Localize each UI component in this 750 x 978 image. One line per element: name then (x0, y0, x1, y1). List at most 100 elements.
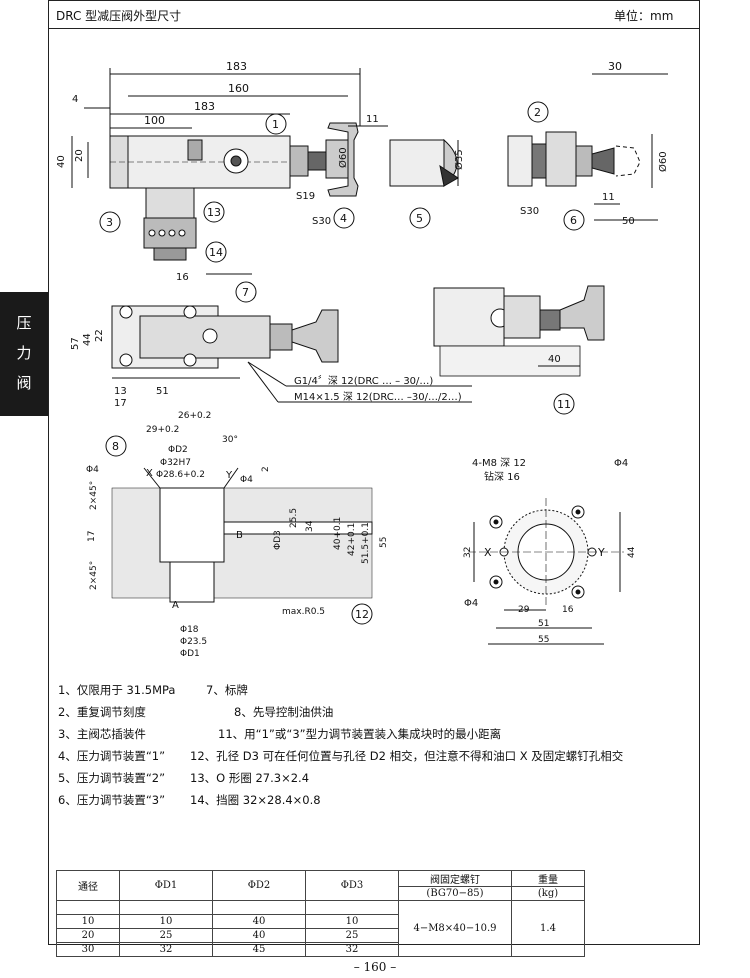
dim-label: 44 (82, 333, 93, 346)
callout-label: 7 (242, 286, 249, 299)
table-row: 30 32 45 32 (56, 942, 585, 957)
dim-label: 51 (156, 386, 169, 397)
table-subheader: (BG70−85) (398, 886, 512, 901)
dim-label: 17 (87, 531, 97, 542)
port-note: 钻深 16 (484, 470, 520, 483)
callout-label: 6 (570, 214, 577, 227)
dim-label: 40+0.1 (333, 517, 343, 550)
dim-label: Ø35 (453, 149, 465, 170)
port-letter: Y (225, 470, 233, 481)
min-distance-view: 40 11 (433, 285, 605, 415)
dim-label: Φ23.5 (180, 637, 207, 647)
callout-label: 11 (557, 398, 571, 411)
table-cell: 32 (119, 942, 213, 957)
dim-label: Φ18 (180, 625, 199, 635)
header-rule (48, 28, 700, 29)
adjuster-3-view: 30 Ø60 11 50 S30 2 6 (507, 60, 669, 231)
dim-label: 11 (602, 192, 615, 203)
thread-note: G1/4〞深 12(DRC … – 30/…) (294, 375, 433, 387)
note-item: 4、压力调节装置“1” (58, 749, 166, 763)
dim-label: ΦD3 (273, 530, 283, 550)
dim-label: 183 (226, 60, 247, 73)
note-item: 14、挡圈 32×28.4×0.8 (190, 793, 321, 807)
port-letter: X (146, 468, 153, 479)
dim-label: 17 (114, 398, 127, 409)
thread-note: M14×1.5 深 12(DRC… –30/…/2…) (294, 391, 462, 403)
table-cell: 1.4 (511, 900, 585, 957)
dim-label: 2 (261, 466, 271, 472)
section-tab-char: 力 (16, 344, 32, 362)
dim-label: 40 (56, 155, 67, 168)
note-item: 12、孔径 D3 可在任何位置与孔径 D2 相交，但注意不得和油口 X 及固定螺… (190, 749, 624, 763)
table-cell: 40 (212, 914, 306, 929)
technical-drawing: 183 160 183 100 4 40 20 11 Ø60 S19 S30 1… (56, 60, 669, 659)
dim-label: 57 (70, 337, 81, 350)
note-item: 6、压力调节装置“3” (58, 793, 166, 807)
port-letter: Y (597, 546, 605, 559)
dim-label: 16 (176, 272, 189, 283)
dim-label: ΦD1 (180, 649, 200, 659)
callout-label: 13 (207, 206, 221, 219)
dim-label: Φ32H7 (160, 458, 191, 468)
dim-label: 50 (622, 216, 635, 227)
table-cell: 32 (305, 942, 399, 957)
port-note: Φ4 (614, 458, 628, 469)
table-cell: 45 (212, 942, 306, 957)
plan-view: 13 51 17 57 44 22 G1/4〞深 12(DRC … – 30/…… (70, 281, 472, 409)
dim-label: 55 (538, 635, 549, 645)
callout-label: 2 (534, 106, 541, 119)
dim-label: 183 (194, 100, 215, 113)
table-header: 通径 (56, 870, 120, 901)
callout-label: 8 (112, 440, 119, 453)
note-item: 3、主阀芯插装件 (58, 727, 146, 741)
callout-label: 4 (340, 212, 347, 225)
note-item: 13、O 形圈 27.3×2.4 (190, 771, 310, 785)
table-header: ΦD1 (119, 870, 213, 901)
note-item: 7、标牌 (206, 683, 248, 697)
dim-label: 25.5 (289, 508, 299, 528)
table-cell: 25 (119, 928, 213, 943)
dim-label: 2×45° (89, 481, 99, 510)
dim-label: S30 (312, 216, 331, 227)
dim-label: Φ4 (240, 475, 253, 485)
dim-label: 160 (228, 82, 249, 95)
note-item: 2、重复调节刻度 (58, 705, 146, 719)
dim-label: 42+0.1 (347, 523, 357, 556)
page-number: – 160 – (353, 960, 397, 974)
dim-label: 55 (379, 537, 389, 548)
table-header: 重量 (511, 870, 585, 887)
dim-label: ΦD2 (168, 445, 188, 455)
table-header: ΦD3 (305, 870, 399, 901)
dim-label: 29+0.2 (146, 425, 179, 435)
dim-label: Φ28.6+0.2 (156, 470, 205, 480)
table-cell: 10 (56, 914, 120, 929)
callout-label: 5 (416, 212, 423, 225)
dim-label: 29 (518, 605, 530, 615)
dim-label: 20 (74, 149, 85, 162)
table-header: 阀固定螺钉 (398, 870, 512, 887)
dim-label: max.R0.5 (282, 607, 325, 617)
dim-label: 40 (548, 354, 561, 365)
table-cell: 40 (212, 928, 306, 943)
dim-label: 34 (305, 520, 315, 532)
table-cell: 20 (56, 928, 120, 943)
adjuster-2-view: Ø35 5 (389, 138, 465, 229)
table-cell: 25 (305, 928, 399, 943)
section-tab: 压 力 阀 (0, 292, 48, 416)
dim-label: 11 (366, 114, 379, 125)
dim-label: Ø60 (657, 151, 669, 172)
section-tab-char: 压 (16, 314, 32, 332)
dim-label: 51.5+0.1 (361, 522, 371, 564)
dim-label: 2×45° (89, 561, 99, 590)
table-cell: 4−M8×40−10.9 (398, 900, 512, 957)
dim-label: 30° (222, 435, 238, 445)
callout-label: 1 (272, 118, 279, 131)
dim-label: 4 (72, 94, 78, 105)
port-note: 4-M8 深 12 (472, 457, 526, 469)
table-cell: 10 (119, 914, 213, 929)
dim-label: 100 (144, 114, 165, 127)
unit-label: 单位：mm (614, 9, 674, 23)
section-tab-char: 阀 (16, 374, 32, 392)
dim-label: 22 (94, 329, 105, 342)
dim-label: S30 (520, 206, 539, 217)
